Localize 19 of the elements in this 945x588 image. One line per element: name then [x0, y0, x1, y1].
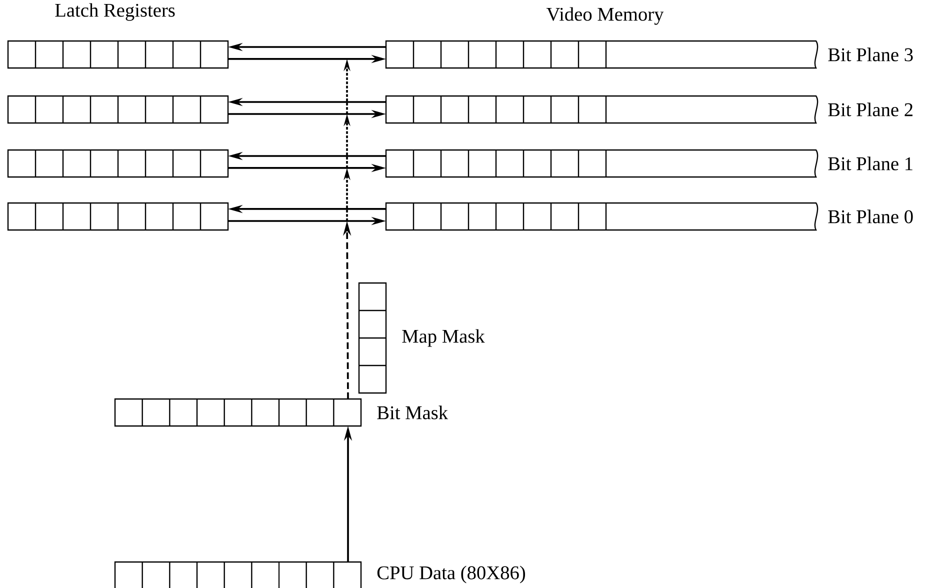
memory-bank: Bit Plane 3 — [385, 40, 913, 69]
register-box — [7, 202, 229, 231]
node-label: Map Mask — [402, 329, 485, 347]
register-box: CPU Data (80X86) — [114, 561, 526, 588]
register-box — [7, 40, 229, 69]
node-label: Bit Mask — [377, 406, 448, 420]
node-label: Bit Plane 1 — [828, 156, 912, 170]
register-box — [7, 149, 229, 178]
node-label: Bit Plane 2 — [828, 102, 912, 116]
register-box: Map Mask — [358, 282, 485, 394]
node-label: Bit Plane 0 — [828, 210, 913, 224]
register-box: Bit Mask — [114, 398, 448, 427]
memory-bank: Bit Plane 1 — [385, 149, 912, 178]
memory-bank: Bit Plane 2 — [385, 95, 912, 124]
node-label: CPU Data (80X86) — [377, 566, 526, 584]
register-box — [7, 95, 229, 124]
memory-bank: Bit Plane 0 — [385, 202, 913, 231]
node-label: Bit Plane 3 — [828, 48, 913, 62]
column-heading: Latch Registers — [55, 3, 175, 21]
